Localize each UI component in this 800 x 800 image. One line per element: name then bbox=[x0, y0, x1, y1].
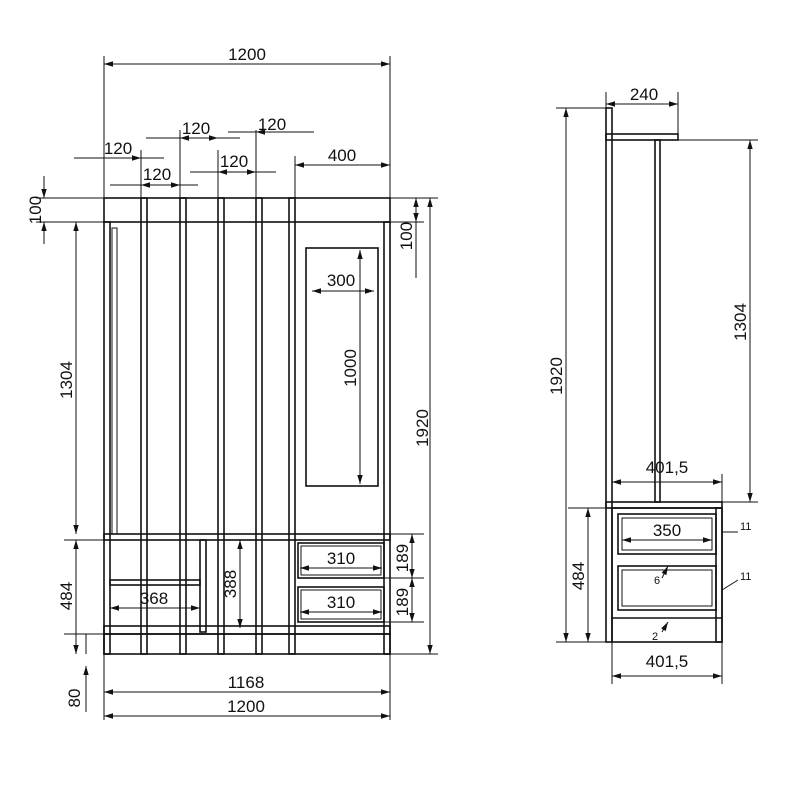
front-extension-lines bbox=[36, 56, 438, 720]
front-plinth bbox=[103, 633, 391, 655]
dim-cornice-height-left: 100 bbox=[26, 196, 45, 224]
dim-mirror-width: 300 bbox=[327, 271, 355, 290]
front-drawer-top bbox=[297, 542, 385, 579]
dim-division-4: 120 bbox=[220, 152, 248, 171]
side-back-panel bbox=[605, 107, 613, 643]
side-top-shelf bbox=[605, 133, 679, 141]
front-mirror bbox=[305, 247, 379, 487]
dim-compartment-height: 388 bbox=[221, 570, 240, 598]
dim-hanger-height: 1304 bbox=[57, 361, 76, 399]
dim-total-height: 1920 bbox=[413, 409, 432, 447]
dim-drawer-height-bottom: 189 bbox=[393, 588, 412, 616]
note-11-top: 11 bbox=[740, 521, 751, 533]
dim-plinth-height: 80 bbox=[65, 689, 84, 708]
front-drawer-bottom bbox=[297, 586, 385, 623]
side-dimension-lines bbox=[563, 101, 753, 679]
dim-side-base-height: 484 bbox=[569, 562, 588, 590]
front-right-post bbox=[383, 221, 391, 655]
dim-drawer-width-top: 310 bbox=[327, 549, 355, 568]
front-drawer-bottom-panel bbox=[300, 589, 382, 620]
dim-mirror-section-width: 400 bbox=[328, 146, 356, 165]
side-drawer-bottom-inner bbox=[621, 569, 713, 607]
dim-division-5: 120 bbox=[258, 115, 286, 134]
dim-cornice-height-right: 100 bbox=[397, 222, 416, 250]
front-drawer-top-panel bbox=[300, 545, 382, 576]
slat-5 bbox=[288, 197, 296, 655]
front-cabinet-divider bbox=[199, 539, 207, 633]
dim-base-height: 484 bbox=[57, 582, 76, 610]
dim-division-2: 120 bbox=[143, 165, 171, 184]
side-drawer-top-inner bbox=[621, 517, 713, 551]
dim-division-3: 120 bbox=[182, 119, 210, 138]
note-11-bottom: 11 bbox=[740, 571, 751, 583]
front-view: 1200 120 120 120 120 120 400 300 368 310… bbox=[26, 45, 438, 720]
dim-inner-width: 1168 bbox=[228, 673, 265, 692]
dim-mirror-height: 1000 bbox=[341, 349, 360, 387]
dim-drawer-height-top: 189 bbox=[393, 544, 412, 572]
front-dimension-lines bbox=[41, 61, 433, 719]
front-left-post bbox=[103, 221, 111, 655]
dim-upper-height: 1304 bbox=[731, 303, 750, 341]
dim-bottom-width: 1200 bbox=[227, 697, 265, 716]
slat-4 bbox=[255, 197, 263, 655]
dim-cabinet-depth-bottom: 401,5 bbox=[646, 652, 689, 671]
side-drawer-bottom bbox=[617, 565, 717, 611]
dim-side-total-height: 1920 bbox=[547, 357, 566, 395]
dim-division-1: 120 bbox=[104, 139, 132, 158]
side-view: 240 401,5 350 401,5 11 11 6 2 1920 1304 … bbox=[547, 85, 758, 684]
note-2: 2 bbox=[652, 631, 658, 643]
dim-drawer-width-bottom: 310 bbox=[327, 593, 355, 612]
dim-overall-width: 1200 bbox=[228, 45, 266, 64]
side-door-edge bbox=[715, 507, 723, 643]
front-cabinet-top bbox=[103, 533, 391, 541]
dim-shelf-width: 368 bbox=[140, 589, 168, 608]
note-6: 6 bbox=[654, 575, 660, 587]
dim-top-depth: 240 bbox=[630, 85, 658, 104]
front-cornice bbox=[103, 197, 391, 223]
side-cabinet-top bbox=[605, 501, 723, 509]
side-extension-lines bbox=[556, 92, 758, 684]
dim-cabinet-depth-top: 401,5 bbox=[646, 458, 689, 477]
side-hanger-rail bbox=[654, 139, 661, 503]
front-hanger-bar bbox=[111, 227, 118, 535]
dim-drawer-front-width: 350 bbox=[653, 521, 681, 540]
